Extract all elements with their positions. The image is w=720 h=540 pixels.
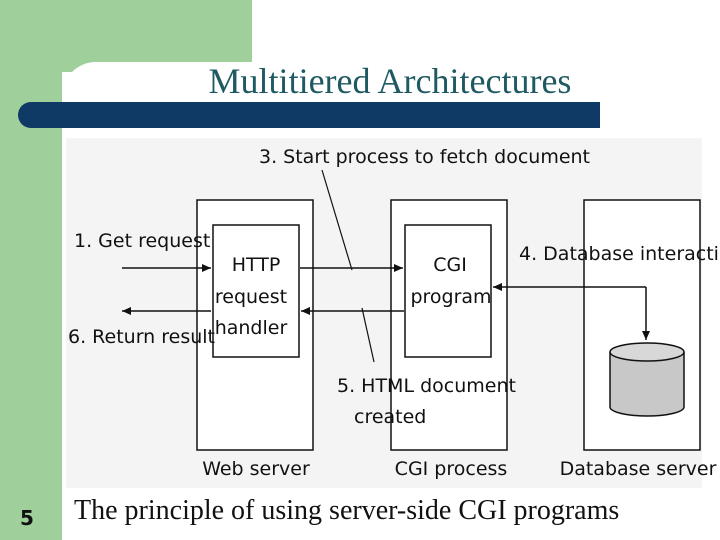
web-server-label: Web server <box>202 458 310 480</box>
database-server-label: Database server <box>560 458 717 480</box>
step5-label-line1: 5. HTML document <box>337 375 516 397</box>
step5-label-line2: created <box>354 406 426 428</box>
http-handler-line3: handler <box>215 317 288 339</box>
step4-label: 4. Database interaction <box>519 243 720 265</box>
http-request-handler-box <box>212 224 300 358</box>
title-underline-bar <box>18 102 600 128</box>
slide-title: Multitiered Architectures <box>208 61 572 101</box>
cgi-process-label: CGI process <box>395 458 508 480</box>
step6-label: 6. Return result <box>68 326 215 348</box>
http-handler-line2: request <box>215 286 287 308</box>
cgi-program-line1: CGI <box>433 254 467 276</box>
page-number: 5 <box>20 506 34 530</box>
step3-label: 3. Start process to fetch document <box>259 146 590 168</box>
step3-pointer-line <box>321 169 353 271</box>
slide-caption: The principle of using server-side CGI p… <box>74 495 620 526</box>
step5-pointer-line <box>361 307 375 363</box>
cgi-program-line2: program <box>410 286 491 308</box>
http-handler-line1: HTTP <box>232 254 281 276</box>
decor-green-side <box>0 0 62 540</box>
database-cylinder-icon <box>609 342 685 417</box>
step1-label: 1. Get request <box>74 230 210 252</box>
cgi-program-box <box>404 224 492 358</box>
